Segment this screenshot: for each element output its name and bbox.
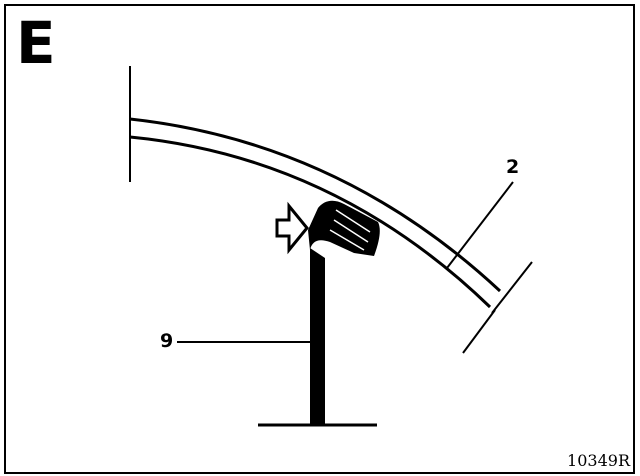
panel-letter: E: [16, 9, 56, 77]
direction-arrow-icon: [275, 201, 309, 255]
panel-outer-edge: [129, 117, 502, 293]
end-marker-lower: [462, 309, 496, 354]
reference-code: 10349R: [567, 451, 630, 470]
end-marker-upper: [491, 261, 533, 314]
pad-texture-line: [335, 209, 371, 233]
support-post: [310, 248, 325, 424]
callout-9-label: 9: [160, 330, 174, 352]
pad-texture-line: [333, 219, 369, 243]
figure-frame: [4, 4, 635, 474]
callout-2-label: 2: [506, 156, 520, 178]
callout-2-leader: [446, 181, 514, 269]
pad-texture-line: [329, 229, 365, 251]
panel-inner-edge: [129, 135, 492, 309]
support-pad: [308, 200, 380, 256]
